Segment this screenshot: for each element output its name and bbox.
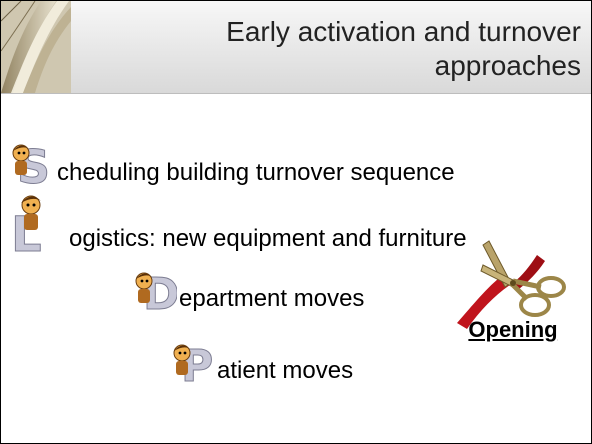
bullet-text: epartment moves bbox=[179, 285, 365, 312]
caveman-letter-p-icon: P bbox=[169, 339, 215, 385]
scissors-ribbon-icon bbox=[457, 240, 566, 329]
bullet-patient: P atient moves bbox=[169, 339, 353, 385]
bullet-department: D epartment moves bbox=[131, 267, 364, 313]
caveman-letter-l-icon: L bbox=[9, 193, 67, 253]
bullet-scheduling: S cheduling building turnover sequence bbox=[9, 141, 455, 187]
big-letter-l: L bbox=[11, 207, 42, 253]
bullet-logistics: L ogistics: new equipment and furniture bbox=[9, 193, 467, 253]
title-line-2: approaches bbox=[434, 50, 581, 81]
title-line-1: Early activation and turnover bbox=[226, 16, 581, 47]
bullet-text: ogistics: new equipment and furniture bbox=[69, 225, 467, 252]
book-pages-icon bbox=[1, 1, 71, 93]
slide-title: Early activation and turnover approaches bbox=[111, 15, 581, 83]
opening-label: Opening bbox=[468, 317, 558, 342]
slide-header: Early activation and turnover approaches bbox=[1, 1, 591, 94]
caveman-letter-d-icon: D bbox=[131, 267, 177, 313]
bullet-text: atient moves bbox=[217, 357, 354, 384]
bullet-text: cheduling building turnover sequence bbox=[57, 159, 455, 186]
caveman-letter-s-icon: S bbox=[9, 141, 55, 187]
